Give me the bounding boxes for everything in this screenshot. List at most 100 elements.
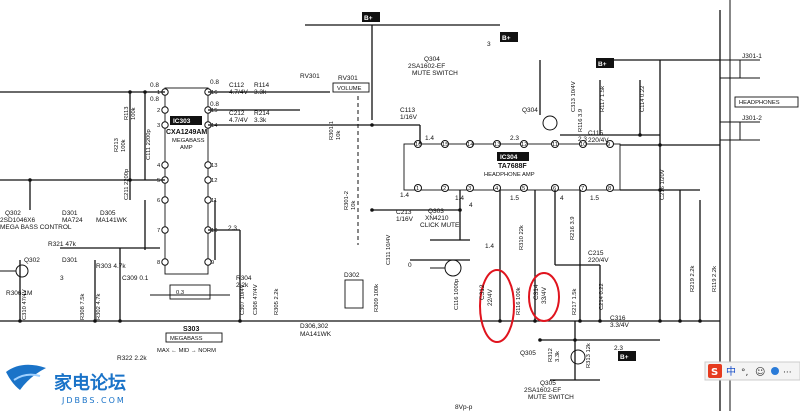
svg-text:JDBBS.COM: JDBBS.COM	[61, 396, 126, 405]
ic304-pin-label: 2	[443, 186, 446, 192]
svg-text:C309 0.1: C309 0.1	[122, 275, 149, 282]
ime-toolbar[interactable]: S 中 °, ☺ ···	[704, 361, 800, 381]
ic304-pin-label: 14	[467, 142, 474, 148]
svg-text:R321 47k: R321 47k	[48, 241, 77, 248]
svg-text:MUTE SWITCH: MUTE SWITCH	[528, 394, 574, 401]
ic303-pin-label: 12	[211, 178, 217, 184]
svg-text:C113: C113	[400, 107, 415, 114]
svg-text:R114: R114	[254, 82, 269, 89]
ic304-pin-bottom	[606, 184, 614, 192]
svg-text:Q305: Q305	[520, 350, 536, 357]
ic304-pin-label: 10	[580, 142, 586, 148]
ic304-pin-label: 6	[553, 186, 556, 192]
svg-text:3.3/4V: 3.3/4V	[610, 322, 629, 329]
component-label: 3.3k	[555, 351, 561, 362]
bplus-tag-4: B+	[618, 351, 636, 361]
ic303-block: IC303 CXA1249AM MEGABASS AMP	[164, 87, 209, 275]
s303-switch[interactable]: 0.3	[150, 284, 230, 300]
junction-dot	[598, 319, 602, 323]
ic304-pin-bottom	[493, 184, 501, 192]
headphone-jack-1[interactable]	[720, 59, 760, 79]
rv301-ref: RV301	[338, 75, 358, 82]
svg-text:4: 4	[560, 195, 564, 202]
q302-transistor	[0, 264, 29, 278]
svg-text:CLICK MUTE: CLICK MUTE	[420, 222, 460, 229]
component-label: 10k	[351, 201, 357, 210]
headphone-jack-2[interactable]	[720, 121, 760, 141]
rv301-volume[interactable]: VOLUME	[332, 82, 370, 245]
svg-text:MEGA BASS CONTROL: MEGA BASS CONTROL	[0, 224, 72, 231]
ic303-pin-right	[204, 258, 212, 266]
svg-text:Q304: Q304	[424, 56, 440, 63]
ic304-block: IC304 TA7688F HEADPHONE AMP	[403, 143, 621, 191]
ic303-pin-label: 14	[211, 123, 218, 129]
ic303-pin-label: 1	[157, 90, 160, 96]
ic303-pin-label: 10	[211, 228, 217, 234]
component-label: R301-2	[344, 191, 350, 210]
svg-text:MA724: MA724	[62, 217, 83, 224]
ic304-pin-label: 13	[494, 142, 500, 148]
bplus-tag-1: B+	[362, 12, 380, 22]
junction-dot	[370, 123, 374, 127]
q303-transistor	[430, 259, 462, 277]
svg-text:3.3k: 3.3k	[254, 89, 267, 96]
component-label: R219 2.2k	[690, 265, 696, 292]
svg-text:Q303: Q303	[428, 208, 444, 215]
ic303-pin-left	[161, 106, 169, 114]
ic304-pin-top	[606, 140, 614, 148]
svg-text:2SA1602-EF: 2SA1602-EF	[408, 63, 445, 70]
top-left-components: C112 4.7/4V R114 3.3k C212 4.7/4V R214 3…	[229, 82, 270, 124]
ic304-pin-label: 8	[608, 186, 611, 192]
junction-dots	[18, 58, 702, 342]
junction-dot	[598, 58, 602, 62]
svg-text:2.2k: 2.2k	[236, 282, 249, 289]
ic304-pin-label: 7	[581, 186, 584, 192]
junction-dot	[658, 188, 662, 192]
ic303-pin-label: 8	[157, 260, 160, 266]
junction-dot	[93, 319, 97, 323]
punctuation-icon: °,	[741, 368, 748, 378]
svg-text:1/16V: 1/16V	[400, 114, 418, 121]
svg-text:C112: C112	[229, 82, 244, 89]
ic304-pin-label: 15	[442, 142, 448, 148]
j301-1-label: J301-1	[742, 53, 762, 60]
component-label: C310 47/4V	[22, 289, 28, 320]
svg-text:D301: D301	[62, 210, 78, 217]
ic304-pin-bottom	[466, 184, 474, 192]
ic303-pin-right	[204, 196, 212, 204]
ic303-pin-label: 11	[211, 198, 217, 204]
ic303-pin-label: 15	[211, 108, 217, 114]
ic303-pin-label: 3	[157, 123, 160, 129]
svg-text:2.3: 2.3	[578, 136, 587, 143]
svg-text:家电论坛: 家电论坛	[54, 372, 126, 394]
component-label: C114 0.22	[640, 86, 646, 112]
component-label: R308 7.5k	[80, 293, 86, 320]
ic304-pin-top	[520, 140, 528, 148]
component-label: R116 100k	[516, 287, 522, 315]
svg-text:RV301: RV301	[300, 73, 320, 80]
junction-dot	[658, 319, 662, 323]
svg-text:2SD1046X6: 2SD1046X6	[0, 217, 35, 224]
svg-text:C212: C212	[229, 110, 245, 117]
svg-text:VOLUME: VOLUME	[337, 86, 362, 92]
component-label: C307 10/4V	[240, 284, 246, 315]
ic304-pin-bottom	[579, 184, 587, 192]
junction-dot	[128, 90, 132, 94]
svg-text:220/4V: 220/4V	[588, 137, 609, 144]
ic304-pin-top	[441, 140, 449, 148]
svg-text:C312: C312	[479, 284, 486, 300]
svg-text:D301: D301	[62, 257, 78, 264]
svg-text:B+: B+	[598, 61, 607, 68]
highlight-c314	[528, 272, 560, 322]
svg-text:R322 2.2k: R322 2.2k	[117, 355, 147, 362]
ic303-pin-label: 4	[157, 163, 161, 169]
svg-text:C316: C316	[610, 315, 626, 322]
svg-text:R306 1M: R306 1M	[6, 290, 32, 297]
svg-text:C213: C213	[396, 209, 412, 216]
component-label: R119 2.2k	[712, 266, 718, 292]
svg-text:B+: B+	[620, 354, 629, 361]
svg-text:MEGABASS: MEGABASS	[172, 138, 205, 144]
mic-icon	[771, 367, 779, 375]
component-label: R117 1.5k	[600, 86, 606, 112]
